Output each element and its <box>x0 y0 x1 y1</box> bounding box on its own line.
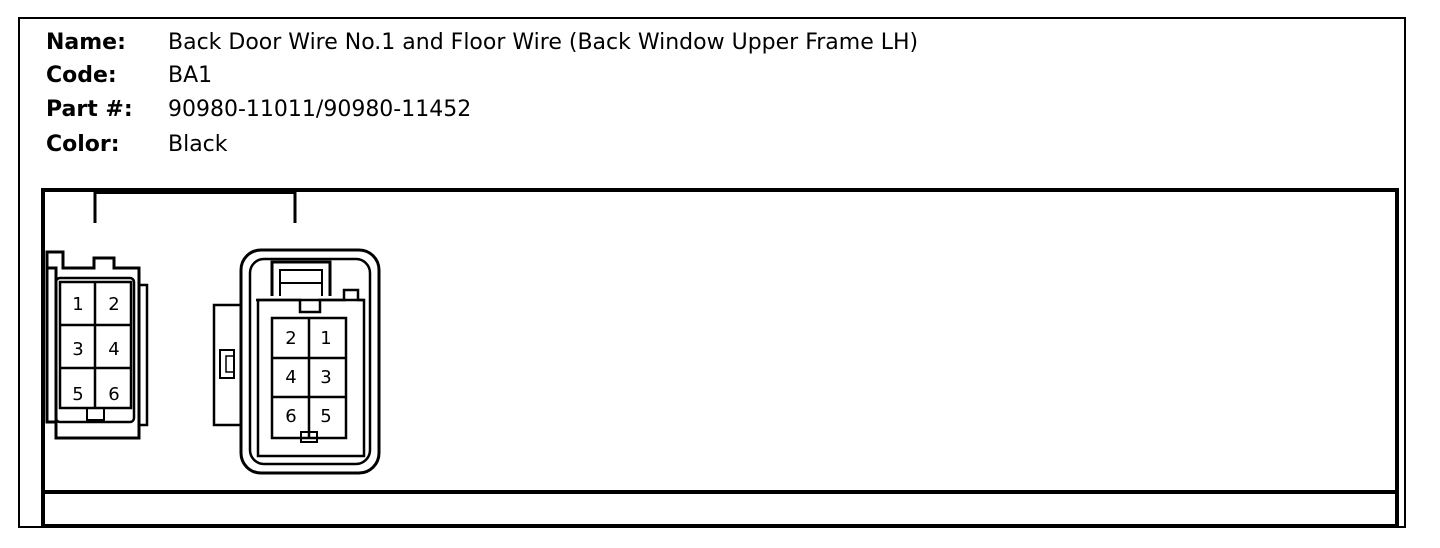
left-pin-6: 6 <box>108 384 119 405</box>
right-connector <box>212 248 381 475</box>
code-value: BA1 <box>168 63 213 88</box>
right-pin-2: 2 <box>285 328 296 349</box>
part-label: Part #: <box>46 97 133 122</box>
diagram-panel <box>41 188 1399 528</box>
right-pin-6: 6 <box>285 406 296 427</box>
code-label: Code: <box>46 63 117 88</box>
left-pin-grid <box>58 280 133 421</box>
left-pin-2: 2 <box>108 294 119 315</box>
right-pin-1: 1 <box>320 328 331 349</box>
right-pin-grid <box>270 316 348 443</box>
name-value: Back Door Wire No.1 and Floor Wire (Back… <box>168 30 919 55</box>
left-pin-4: 4 <box>108 339 119 360</box>
left-connector <box>45 250 149 440</box>
color-label: Color: <box>46 132 120 157</box>
right-pin-4: 4 <box>285 367 296 388</box>
left-pin-5: 5 <box>72 384 83 405</box>
right-pin-3: 3 <box>320 367 331 388</box>
color-value: Black <box>168 132 228 157</box>
left-pin-1: 1 <box>72 294 83 315</box>
right-pin-labels: 2 1 4 3 6 5 <box>285 328 331 427</box>
mating-bracket <box>93 190 297 223</box>
left-pin-3: 3 <box>72 339 83 360</box>
name-label: Name: <box>46 30 126 55</box>
right-pin-5: 5 <box>320 406 331 427</box>
left-pin-labels: 1 2 3 4 5 6 <box>72 294 119 405</box>
part-value: 90980-11011/90980-11452 <box>168 97 472 122</box>
